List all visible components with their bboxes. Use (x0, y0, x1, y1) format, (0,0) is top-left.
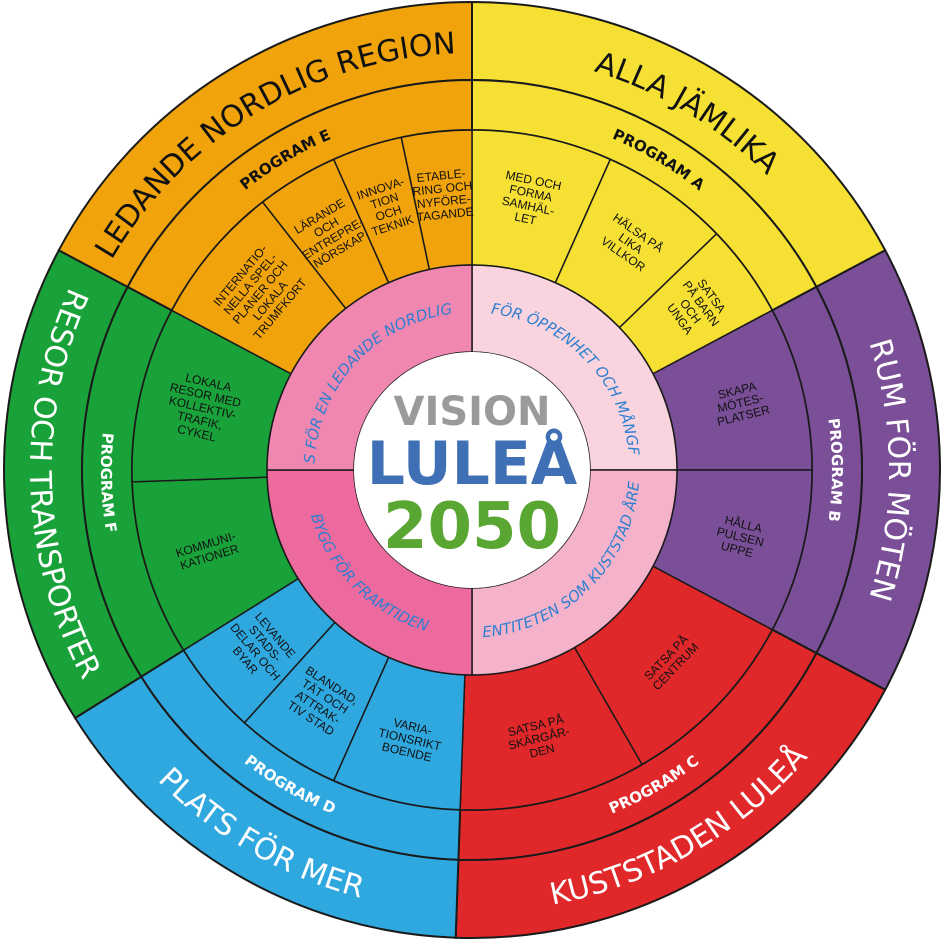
center-year-text: 2050 (383, 490, 561, 564)
focus-cell-plats-for-mer-0[interactable]: VARIA-TIONSRIKTBOENDE (332, 656, 466, 811)
focus-cell-ledande-nordlig-region-3[interactable]: ETABLE-RING OCHNYFÖRE-TAGANDE (400, 129, 475, 271)
center-lulea-text: LULEÅ (367, 428, 578, 499)
focus-cell-line: RING OCH (412, 178, 473, 198)
focus-cell-text: LOKALARESOR MEDKOLLEKTIV-TRAFIK,CYKEL (160, 367, 246, 448)
center-logo: VISION LULEÅ 2050 (354, 352, 590, 588)
program-label-resor-och-transporter-path: PROGRAM F (97, 432, 120, 534)
focus-cell-ledande-nordlig-region-1[interactable]: LÄRANDEOCHENTREPRE-NÖRSKAP (261, 158, 390, 310)
ambition-quadrant-alla-jamlika[interactable] (471, 264, 678, 471)
ambition-quadrant-ledande-nordlig-region[interactable] (266, 264, 473, 471)
focus-cell-line: LET (513, 209, 538, 227)
focus-cell-line: DEN (528, 741, 556, 761)
focus-cell-kuststaden-lulea-1[interactable]: SATSA PÅSKÄRGÅR-DEN (459, 646, 644, 811)
focus-cell-ledande-nordlig-region-2[interactable]: INNOVA-TIONOCHTEKNIK (332, 136, 431, 284)
program-label-rum-for-moten: PROGRAM B (824, 417, 846, 523)
focus-cell-plats-for-mer-1[interactable]: BLANDAD,TÄT OCHATTRAK-TIV STAD (243, 621, 390, 782)
center-vision-text: VISION (393, 389, 550, 435)
focus-cell-ledande-nordlig-region-0[interactable]: INTERNATIO-NELLA SPEL-PLANER OCHLOKALATR… (170, 201, 347, 375)
center-circle (354, 352, 590, 588)
program-label-rum-for-moten-path: PROGRAM B (824, 417, 846, 523)
focus-cell-alla-jamlika-2[interactable]: SATSAPÅ BARNOCHUNGA (618, 232, 774, 375)
program-label-resor-och-transporter: PROGRAM F (97, 432, 120, 534)
focus-cell-line: NYFÖRE- (416, 192, 471, 212)
focus-cell-text: MED OCHFORMASAMHÄL-LET (496, 168, 562, 232)
focus-cell-line: ETABLE- (416, 166, 466, 185)
focus-cell-text: ETABLE-RING OCHNYFÖRE-TAGANDE (410, 166, 475, 225)
focus-cell-line: TAGANDE (416, 204, 474, 224)
